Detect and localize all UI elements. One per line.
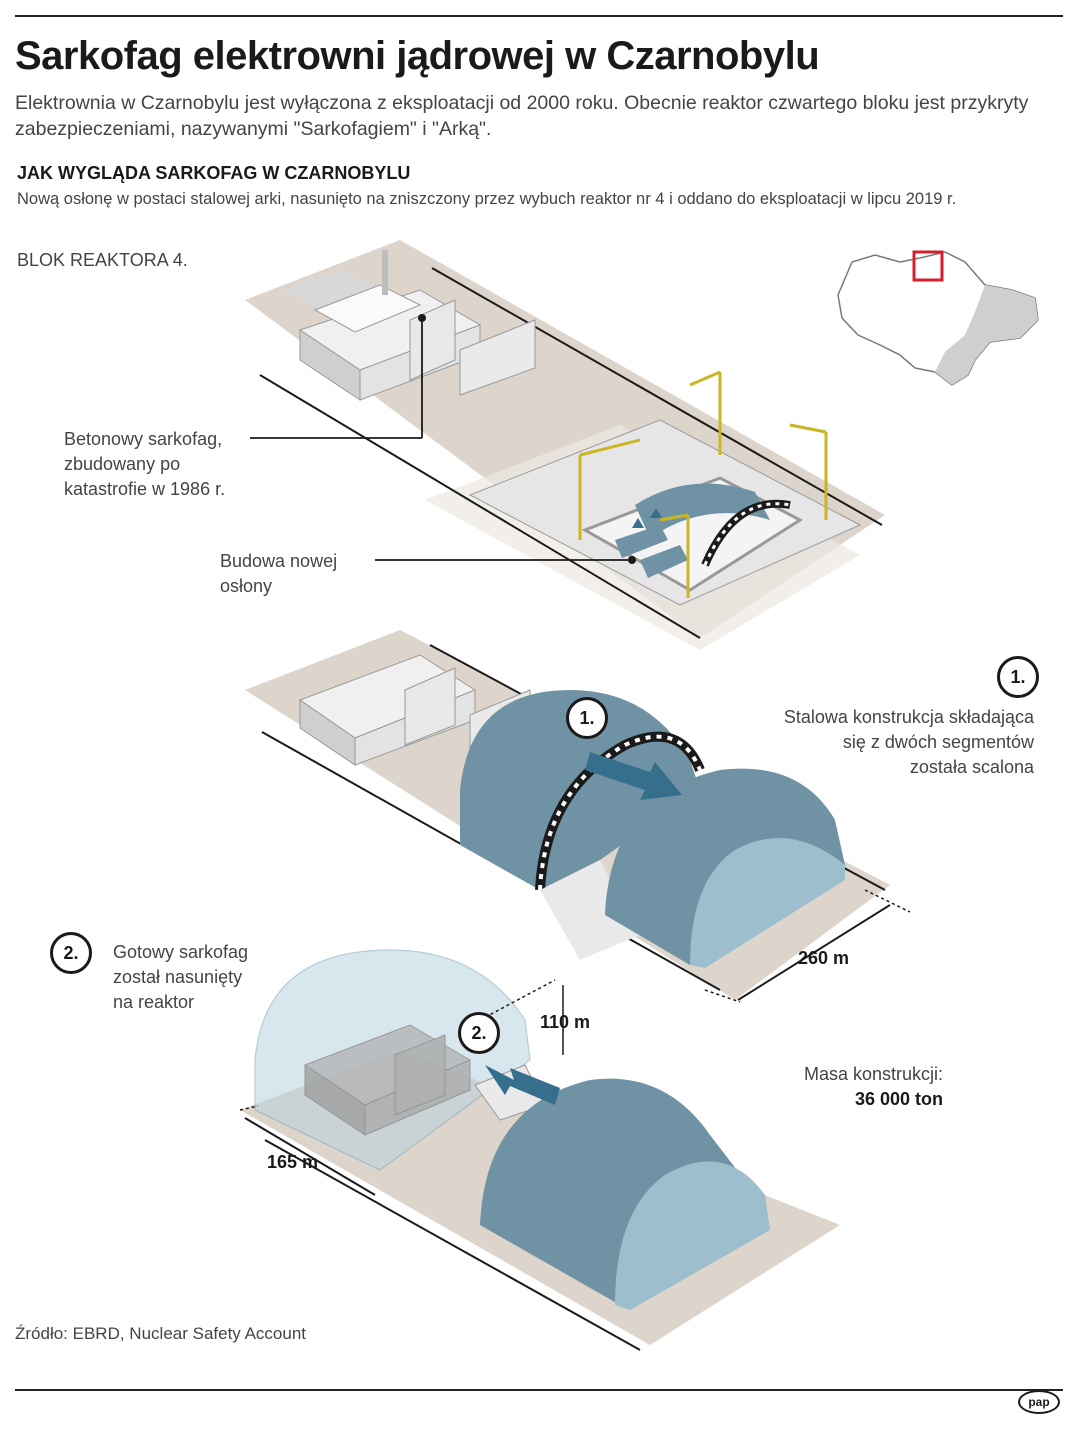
height-label: 110 m bbox=[540, 1012, 591, 1032]
arch-segment-2 bbox=[605, 768, 845, 968]
concrete-sarcophagus-label: Betonowy sarkofag, zbudowany po katastro… bbox=[64, 427, 225, 502]
step1-line3: została scalona bbox=[909, 757, 1034, 777]
cranes bbox=[578, 370, 828, 598]
section-title: JAK WYGLĄDA SARKOFAG W CZARNOBYLU bbox=[17, 163, 411, 183]
length-label: 260 m bbox=[798, 948, 850, 968]
block-label: BLOK REAKTORA 4. bbox=[17, 250, 188, 270]
step2-line3: na reaktor bbox=[113, 992, 195, 1012]
arch-under-construction bbox=[615, 483, 791, 578]
completed-arch bbox=[480, 1078, 770, 1310]
construction-label-line2: osłony bbox=[220, 576, 273, 596]
move-arrow-2 bbox=[485, 1065, 560, 1105]
mass-value: 36 000 ton bbox=[854, 1089, 943, 1109]
source-note: Źródło: EBRD, Nuclear Safety Account bbox=[15, 1324, 307, 1343]
concrete-label-line2: zbudowany po bbox=[64, 454, 181, 474]
concrete-label-line1: Betonowy sarkofag, bbox=[64, 429, 223, 449]
bottom-rule bbox=[15, 1389, 1063, 1391]
move-arrow-1 bbox=[585, 752, 682, 800]
intro-text: Elektrownia w Czarnobylu jest wyłączona … bbox=[15, 92, 1029, 140]
construction-label: Budowa nowej osłony bbox=[220, 549, 337, 599]
step2-line1: Gotowy sarkofag bbox=[113, 942, 249, 962]
step1-line1: Stalowa konstrukcja składająca bbox=[783, 707, 1034, 727]
ukraine-map bbox=[837, 250, 1039, 386]
arch-segment-1 bbox=[460, 690, 705, 960]
width-label: 165 m bbox=[267, 1152, 319, 1172]
map-highlight-box bbox=[912, 250, 944, 282]
construction-label-line1: Budowa nowej bbox=[220, 551, 338, 571]
scene-final bbox=[239, 949, 840, 1351]
mass-label: Masa konstrukcji: bbox=[803, 1064, 943, 1084]
top-rule bbox=[15, 15, 1063, 17]
concrete-label-line3: katastrofie w 1986 r. bbox=[64, 479, 226, 499]
step2-line2: został nasunięty bbox=[113, 967, 243, 987]
step1-badge: 1. bbox=[997, 656, 1039, 698]
step2-badge: 2. bbox=[50, 932, 92, 974]
step2-description: Gotowy sarkofag został nasunięty na reak… bbox=[113, 940, 248, 1015]
reactor-building-1 bbox=[285, 250, 536, 401]
step2-badge-arch: 2. bbox=[458, 1012, 500, 1054]
scene-construction bbox=[245, 240, 885, 650]
page-title: Sarkofag elektrowni jądrowej w Czarnobyl… bbox=[15, 34, 820, 78]
step1-line2: się z dwóch segmentów bbox=[842, 732, 1034, 752]
reactor-building-3 bbox=[303, 1024, 472, 1136]
pap-logo: pap bbox=[1018, 1390, 1060, 1414]
step1-description: Stalowa konstrukcja składająca się z dwó… bbox=[784, 705, 1034, 780]
step1-badge-arch: 1. bbox=[566, 697, 608, 739]
section-description: Nową osłonę w postaci stalowej arki, nas… bbox=[17, 190, 957, 208]
scene-segments-joined bbox=[245, 630, 911, 1003]
